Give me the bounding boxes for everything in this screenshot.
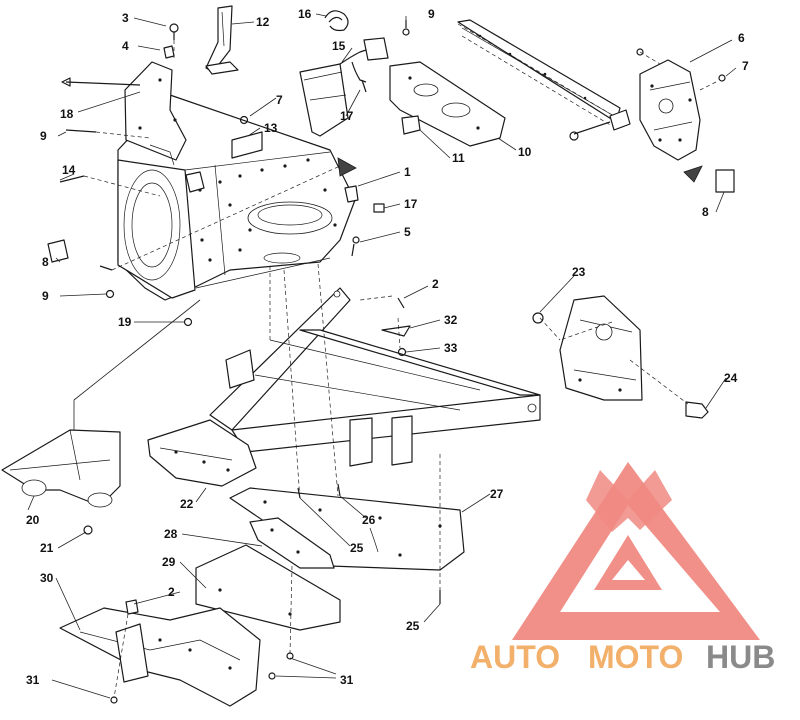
part-right-bracket [457, 19, 703, 183]
callout-22: 22 [180, 497, 194, 511]
callout-7-right: 7 [742, 59, 749, 73]
callout-1: 1 [404, 165, 411, 179]
callout-25-lower: 25 [406, 619, 420, 633]
callout-26: 26 [362, 513, 376, 527]
hardware-fasteners [47, 20, 735, 704]
callout-17-top: 17 [340, 109, 354, 123]
callout-17-mid: 17 [404, 197, 418, 211]
callout-8-left: 8 [42, 255, 49, 269]
callout-9-top: 9 [428, 7, 435, 21]
callout-15: 15 [332, 39, 346, 53]
callout-20: 20 [26, 513, 40, 527]
callout-24: 24 [724, 371, 738, 385]
watermark-logo: AUTO MOTO HUB [470, 462, 775, 675]
callout-21: 21 [40, 541, 54, 555]
part-belly-pan [59, 607, 261, 707]
callout-2-upper: 2 [432, 277, 439, 291]
watermark-hub: HUB [706, 639, 775, 675]
part-clip [324, 10, 349, 32]
callout-32: 32 [444, 313, 458, 327]
part-left-arm [1, 429, 121, 508]
callout-labels: 3 12 16 9 6 4 15 7 18 7 13 17 9 11 10 14… [26, 7, 749, 687]
callout-3: 3 [122, 11, 129, 25]
watermark-m-stroke [586, 470, 672, 532]
watermark-auto: AUTO [470, 639, 560, 675]
callout-12: 12 [256, 15, 270, 29]
part-mirror-bracket [205, 5, 239, 75]
callout-8-right: 8 [702, 205, 709, 219]
callout-23: 23 [572, 265, 586, 279]
callout-7-left: 7 [276, 93, 283, 107]
part-main-frame [147, 287, 541, 487]
callout-14: 14 [62, 163, 76, 177]
callout-10: 10 [518, 145, 532, 159]
callout-31-right: 31 [340, 673, 354, 687]
callout-6: 6 [738, 31, 745, 45]
watermark-moto: MOTO [588, 639, 683, 675]
callout-18: 18 [60, 107, 74, 121]
callout-13: 13 [264, 121, 278, 135]
part-right-mount [532, 295, 709, 419]
callout-2-lower: 2 [168, 585, 175, 599]
callout-19: 19 [118, 315, 132, 329]
part-lower-plates [195, 517, 341, 631]
callout-27: 27 [490, 487, 504, 501]
callout-11: 11 [452, 151, 465, 165]
watermark-triangle-inner [594, 535, 662, 590]
part-module [299, 37, 389, 137]
callout-29: 29 [162, 555, 176, 569]
callout-33: 33 [444, 341, 458, 355]
callout-9-left-lower: 9 [42, 289, 49, 303]
callout-30: 30 [40, 571, 54, 585]
callout-28: 28 [164, 527, 178, 541]
leader-lines [27, 13, 737, 699]
part-front-bulkhead [117, 61, 359, 301]
callout-4: 4 [122, 39, 129, 53]
callout-25-mid: 25 [350, 541, 364, 555]
callout-31-left: 31 [26, 673, 40, 687]
callout-16: 16 [298, 7, 312, 21]
callout-5: 5 [404, 225, 411, 239]
callout-9-left-upper: 9 [40, 129, 47, 143]
part-support-plate [389, 61, 506, 147]
